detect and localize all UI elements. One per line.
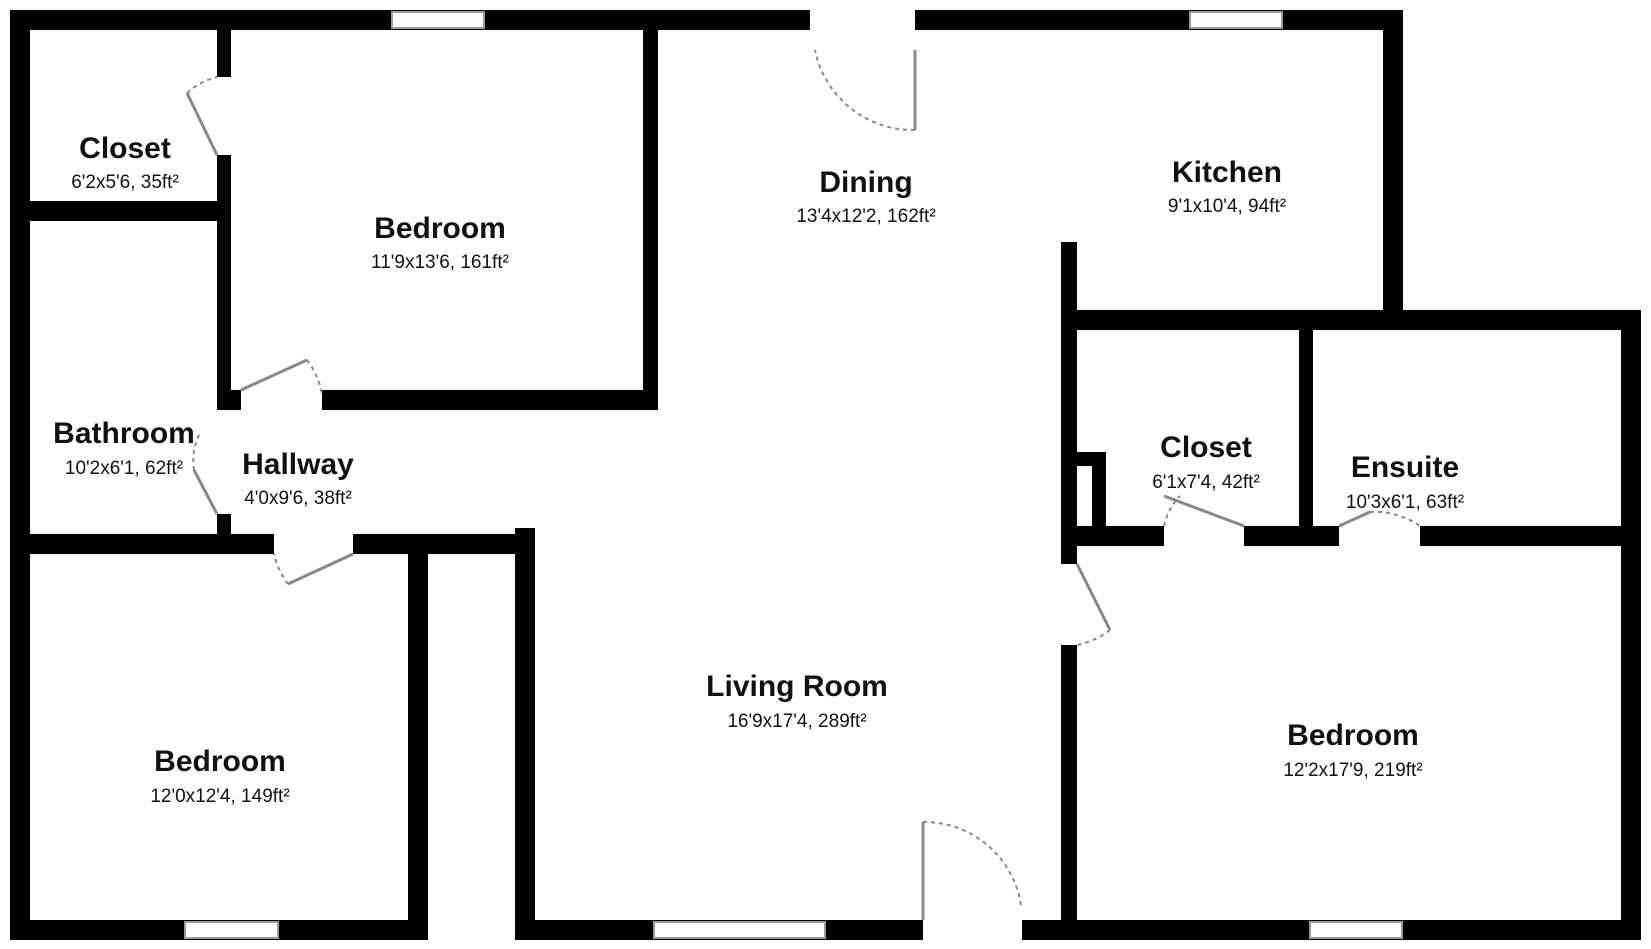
room-hallway: Hallway 4'0x9'6, 38ft² (242, 448, 354, 509)
wall (1061, 645, 1077, 940)
room-closet-east: Closet 6'1x7'4, 42ft² (1152, 431, 1260, 493)
wall (643, 10, 658, 410)
room-ensuite: Ensuite 10'3x6'1, 63ft² (1346, 451, 1464, 513)
wall (10, 534, 274, 554)
room-name: Closet (79, 132, 171, 165)
room-name: Dining (819, 166, 912, 199)
room-dimensions: 11'9x13'6, 161ft² (371, 252, 509, 273)
wall (1061, 526, 1164, 546)
room-name: Bedroom (374, 212, 506, 245)
wall (1383, 10, 1403, 330)
room-name: Ensuite (1351, 451, 1459, 484)
wall (217, 390, 241, 410)
room-dimensions: 12'2x17'9, 219ft² (1283, 760, 1422, 781)
room-kitchen: Kitchen 9'1x10'4, 94ft² (1168, 156, 1286, 217)
wall (1244, 526, 1339, 546)
door (814, 49, 917, 132)
door (1163, 494, 1245, 528)
room-name: Kitchen (1172, 156, 1282, 189)
room-name: Bedroom (1287, 719, 1419, 752)
room-name: Bathroom (53, 417, 195, 450)
room-dimensions: 12'0x12'4, 149ft² (150, 786, 289, 807)
door (921, 820, 1022, 920)
wall (217, 514, 231, 540)
room-dimensions: 6'1x7'4, 42ft² (1152, 472, 1260, 493)
room-closet-nw: Closet 6'2x5'6, 35ft² (71, 132, 179, 193)
room-dimensions: 13'4x12'2, 162ft² (796, 206, 935, 227)
room-dimensions: 9'1x10'4, 94ft² (1168, 196, 1286, 217)
room-bathroom: Bathroom 10'2x6'1, 62ft² (53, 417, 195, 479)
wall (322, 390, 658, 410)
room-dimensions: 16'9x17'4, 289ft² (727, 711, 866, 732)
wall (10, 201, 231, 221)
door (240, 358, 323, 396)
wall (217, 155, 231, 390)
wall (1092, 452, 1106, 532)
room-dining: Dining 13'4x12'2, 162ft² (796, 166, 935, 227)
room-dimensions: 4'0x9'6, 38ft² (244, 488, 352, 509)
room-bedroom-east: Bedroom 12'2x17'9, 219ft² (1283, 719, 1422, 781)
window (653, 921, 826, 939)
windows (184, 11, 1403, 939)
wall (408, 534, 428, 940)
wall (915, 10, 1403, 30)
door (273, 552, 354, 586)
window (391, 11, 485, 29)
door (192, 432, 219, 515)
wall (1420, 526, 1641, 546)
wall (353, 534, 535, 554)
wall (1061, 310, 1641, 330)
window (184, 921, 279, 939)
wall (1621, 310, 1641, 940)
room-name: Closet (1160, 431, 1252, 464)
wall (1061, 242, 1077, 564)
room-dimensions: 10'2x6'1, 62ft² (65, 458, 183, 479)
room-bedroom-north: Bedroom 11'9x13'6, 161ft² (371, 212, 509, 273)
wall (1299, 330, 1313, 546)
window (1309, 921, 1403, 939)
room-name: Bedroom (154, 745, 286, 778)
wall (217, 10, 231, 77)
door (1338, 510, 1421, 528)
window (1189, 11, 1283, 29)
door (185, 76, 219, 156)
wall (10, 10, 30, 940)
wall (515, 528, 535, 940)
doors (185, 49, 1421, 920)
room-dimensions: 6'2x5'6, 35ft² (71, 172, 179, 193)
door (1075, 563, 1112, 646)
room-name: Living Room (706, 670, 888, 703)
room-name: Hallway (242, 448, 354, 481)
room-dimensions: 10'3x6'1, 63ft² (1346, 492, 1464, 513)
room-living-room: Living Room 16'9x17'4, 289ft² (706, 670, 888, 732)
room-bedroom-southwest: Bedroom 12'0x12'4, 149ft² (150, 745, 289, 807)
